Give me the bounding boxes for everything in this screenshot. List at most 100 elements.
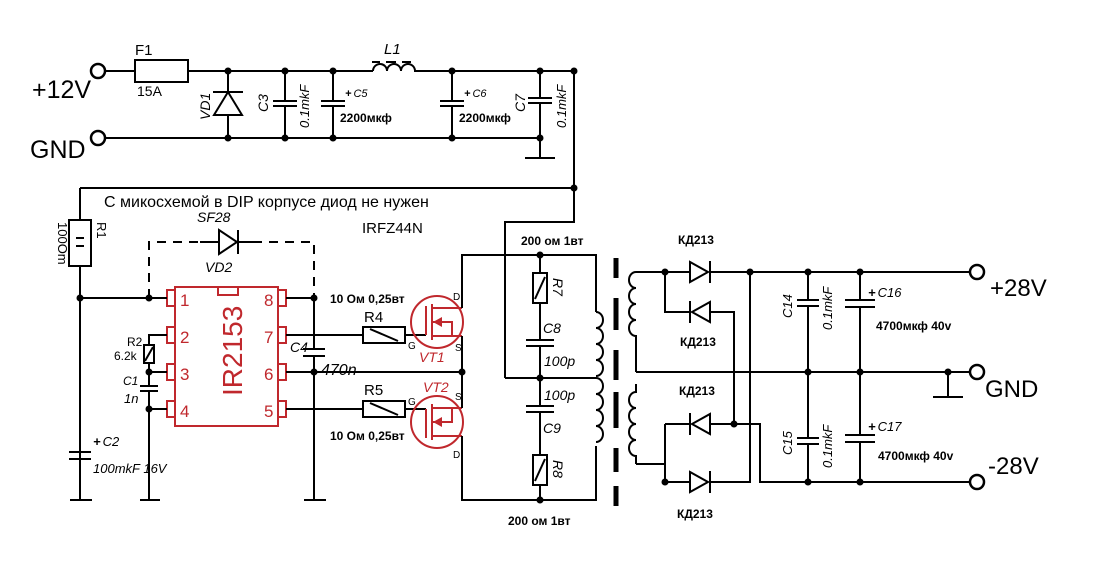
terminal-out-plus [968, 263, 986, 281]
label-out-minus: -28V [988, 453, 1039, 480]
ic-pin-5: 5 [264, 402, 273, 421]
label-c5-value: 2200мкф [340, 111, 392, 125]
wire-pin8-c4 [286, 297, 326, 501]
label-r7-value: 200 ом 1вт [521, 234, 584, 248]
inductor-l1 [372, 61, 417, 72]
fuse-f1 [134, 59, 189, 83]
junction-dots-input [224, 67, 578, 192]
capacitor-c17 [845, 372, 875, 482]
label-ic: IR2153 [217, 306, 248, 396]
transformer [595, 258, 760, 506]
capacitor-c6 [440, 71, 464, 138]
ic-pin-3: 3 [180, 365, 189, 384]
label-c7-value: 0.1mkF [554, 84, 569, 128]
capacitor-c3 [273, 71, 297, 138]
label-diode-1: КД213 [678, 233, 714, 247]
capacitor-c2 [69, 451, 91, 460]
label-c5: +C5 [345, 88, 368, 100]
capacitor-c15 [797, 372, 819, 482]
capacitor-c1 [140, 372, 167, 501]
label-r1: R1 [94, 222, 109, 239]
label-c3-value: 0.1mkF [297, 84, 312, 128]
capacitor-c16 [845, 272, 875, 372]
ic-pin-8: 8 [264, 291, 273, 310]
capacitor-c7 [525, 71, 555, 159]
label-r8-value: 200 ом 1вт [508, 514, 571, 528]
label-c17: +C17 [868, 419, 902, 434]
label-c17-value: 4700мкф 40v [878, 449, 954, 463]
label-c8-value: 100p [544, 353, 575, 369]
label-r2: R2 [127, 335, 143, 349]
label-c15: C15 [780, 430, 795, 455]
resistor-r1 [68, 188, 92, 501]
label-r8: R8 [550, 460, 566, 478]
capacitor-c5 [321, 71, 345, 138]
output-gnd-symbol [933, 368, 963, 398]
label-c7: C7 [512, 93, 528, 112]
mosfet-vt2 [410, 395, 464, 449]
mosfet-vt1 [410, 295, 464, 349]
label-r5-value: 10 Ом 0,25вт [330, 429, 405, 443]
capacitor-c8 [526, 339, 554, 347]
label-diode-4: КД213 [677, 507, 713, 521]
input-filter: +12V GND F1 15A VD1 C3 0.1mkF +C5 2200мк… [30, 41, 578, 192]
label-c9-value: 100p [544, 387, 575, 403]
rectifier-bridge [661, 260, 985, 494]
vt2-pin-g: G [408, 397, 416, 408]
label-r7: R7 [550, 278, 566, 297]
label-out-gnd: GND [985, 376, 1038, 403]
junction-dots-output [804, 268, 864, 486]
resistor-r4 [362, 326, 406, 344]
label-r5: R5 [364, 382, 383, 399]
terminal-in-gnd [89, 129, 107, 147]
vt1-pin-s: S [455, 343, 462, 354]
terminal-in-plus [89, 62, 107, 80]
ic-pin-2: 2 [180, 328, 189, 347]
label-c9: C9 [543, 420, 561, 436]
label-c14-value: 0.1mkF [820, 286, 835, 330]
label-c16-value: 4700мкф 40v [876, 319, 952, 333]
label-r1-value: 100Om [55, 222, 70, 265]
label-r2-value: 6.2k [114, 349, 138, 363]
label-c1: C1 [123, 374, 138, 388]
ic-pin-6: 6 [264, 365, 273, 384]
resistor-r7 [532, 255, 548, 378]
diode-vd1 [212, 71, 244, 138]
label-c2: +C2 [93, 434, 120, 449]
label-vt1: VT1 [419, 349, 445, 365]
label-f1: F1 [135, 42, 153, 59]
vt2-pin-s: S [455, 392, 462, 403]
terminal-out-gnd [968, 363, 986, 381]
label-c4: C4 [290, 339, 308, 355]
capacitor-c9 [526, 378, 554, 455]
resistor-r5 [362, 400, 406, 418]
ic-pin-7: 7 [264, 328, 273, 347]
label-r4: R4 [364, 309, 383, 326]
label-l1: L1 [384, 41, 401, 58]
vt1-pin-g: G [408, 341, 416, 352]
label-c6-value: 2200мкф [459, 111, 511, 125]
label-diode-2: КД213 [680, 335, 716, 349]
wire-12v-to-center [504, 71, 575, 378]
resistor-r8 [532, 454, 548, 500]
label-c6: +C6 [464, 88, 487, 100]
wire-vt1-drain [461, 254, 597, 312]
label-in-gnd: GND [30, 136, 86, 164]
label-c14: C14 [780, 294, 795, 318]
label-c3: C3 [255, 94, 271, 112]
label-c2-value: 100mkF 16V [93, 461, 168, 476]
label-vd1: VD1 [197, 93, 213, 120]
label-c15-value: 0.1mkF [820, 424, 835, 468]
label-mosfet-type: IRFZ44N [362, 220, 423, 237]
label-vd2: VD2 [205, 259, 232, 275]
wire-vt2-drain [461, 436, 597, 501]
label-vd2-value: SF28 [197, 209, 231, 225]
ic-pin-1: 1 [180, 291, 189, 310]
terminal-out-minus [968, 473, 986, 491]
label-c4-value: 470n [321, 362, 357, 379]
label-c8: C8 [543, 320, 561, 336]
vt2-pin-d: D [453, 450, 460, 461]
label-diode-3: КД213 [679, 384, 715, 398]
label-f1-value: 15A [137, 83, 163, 99]
